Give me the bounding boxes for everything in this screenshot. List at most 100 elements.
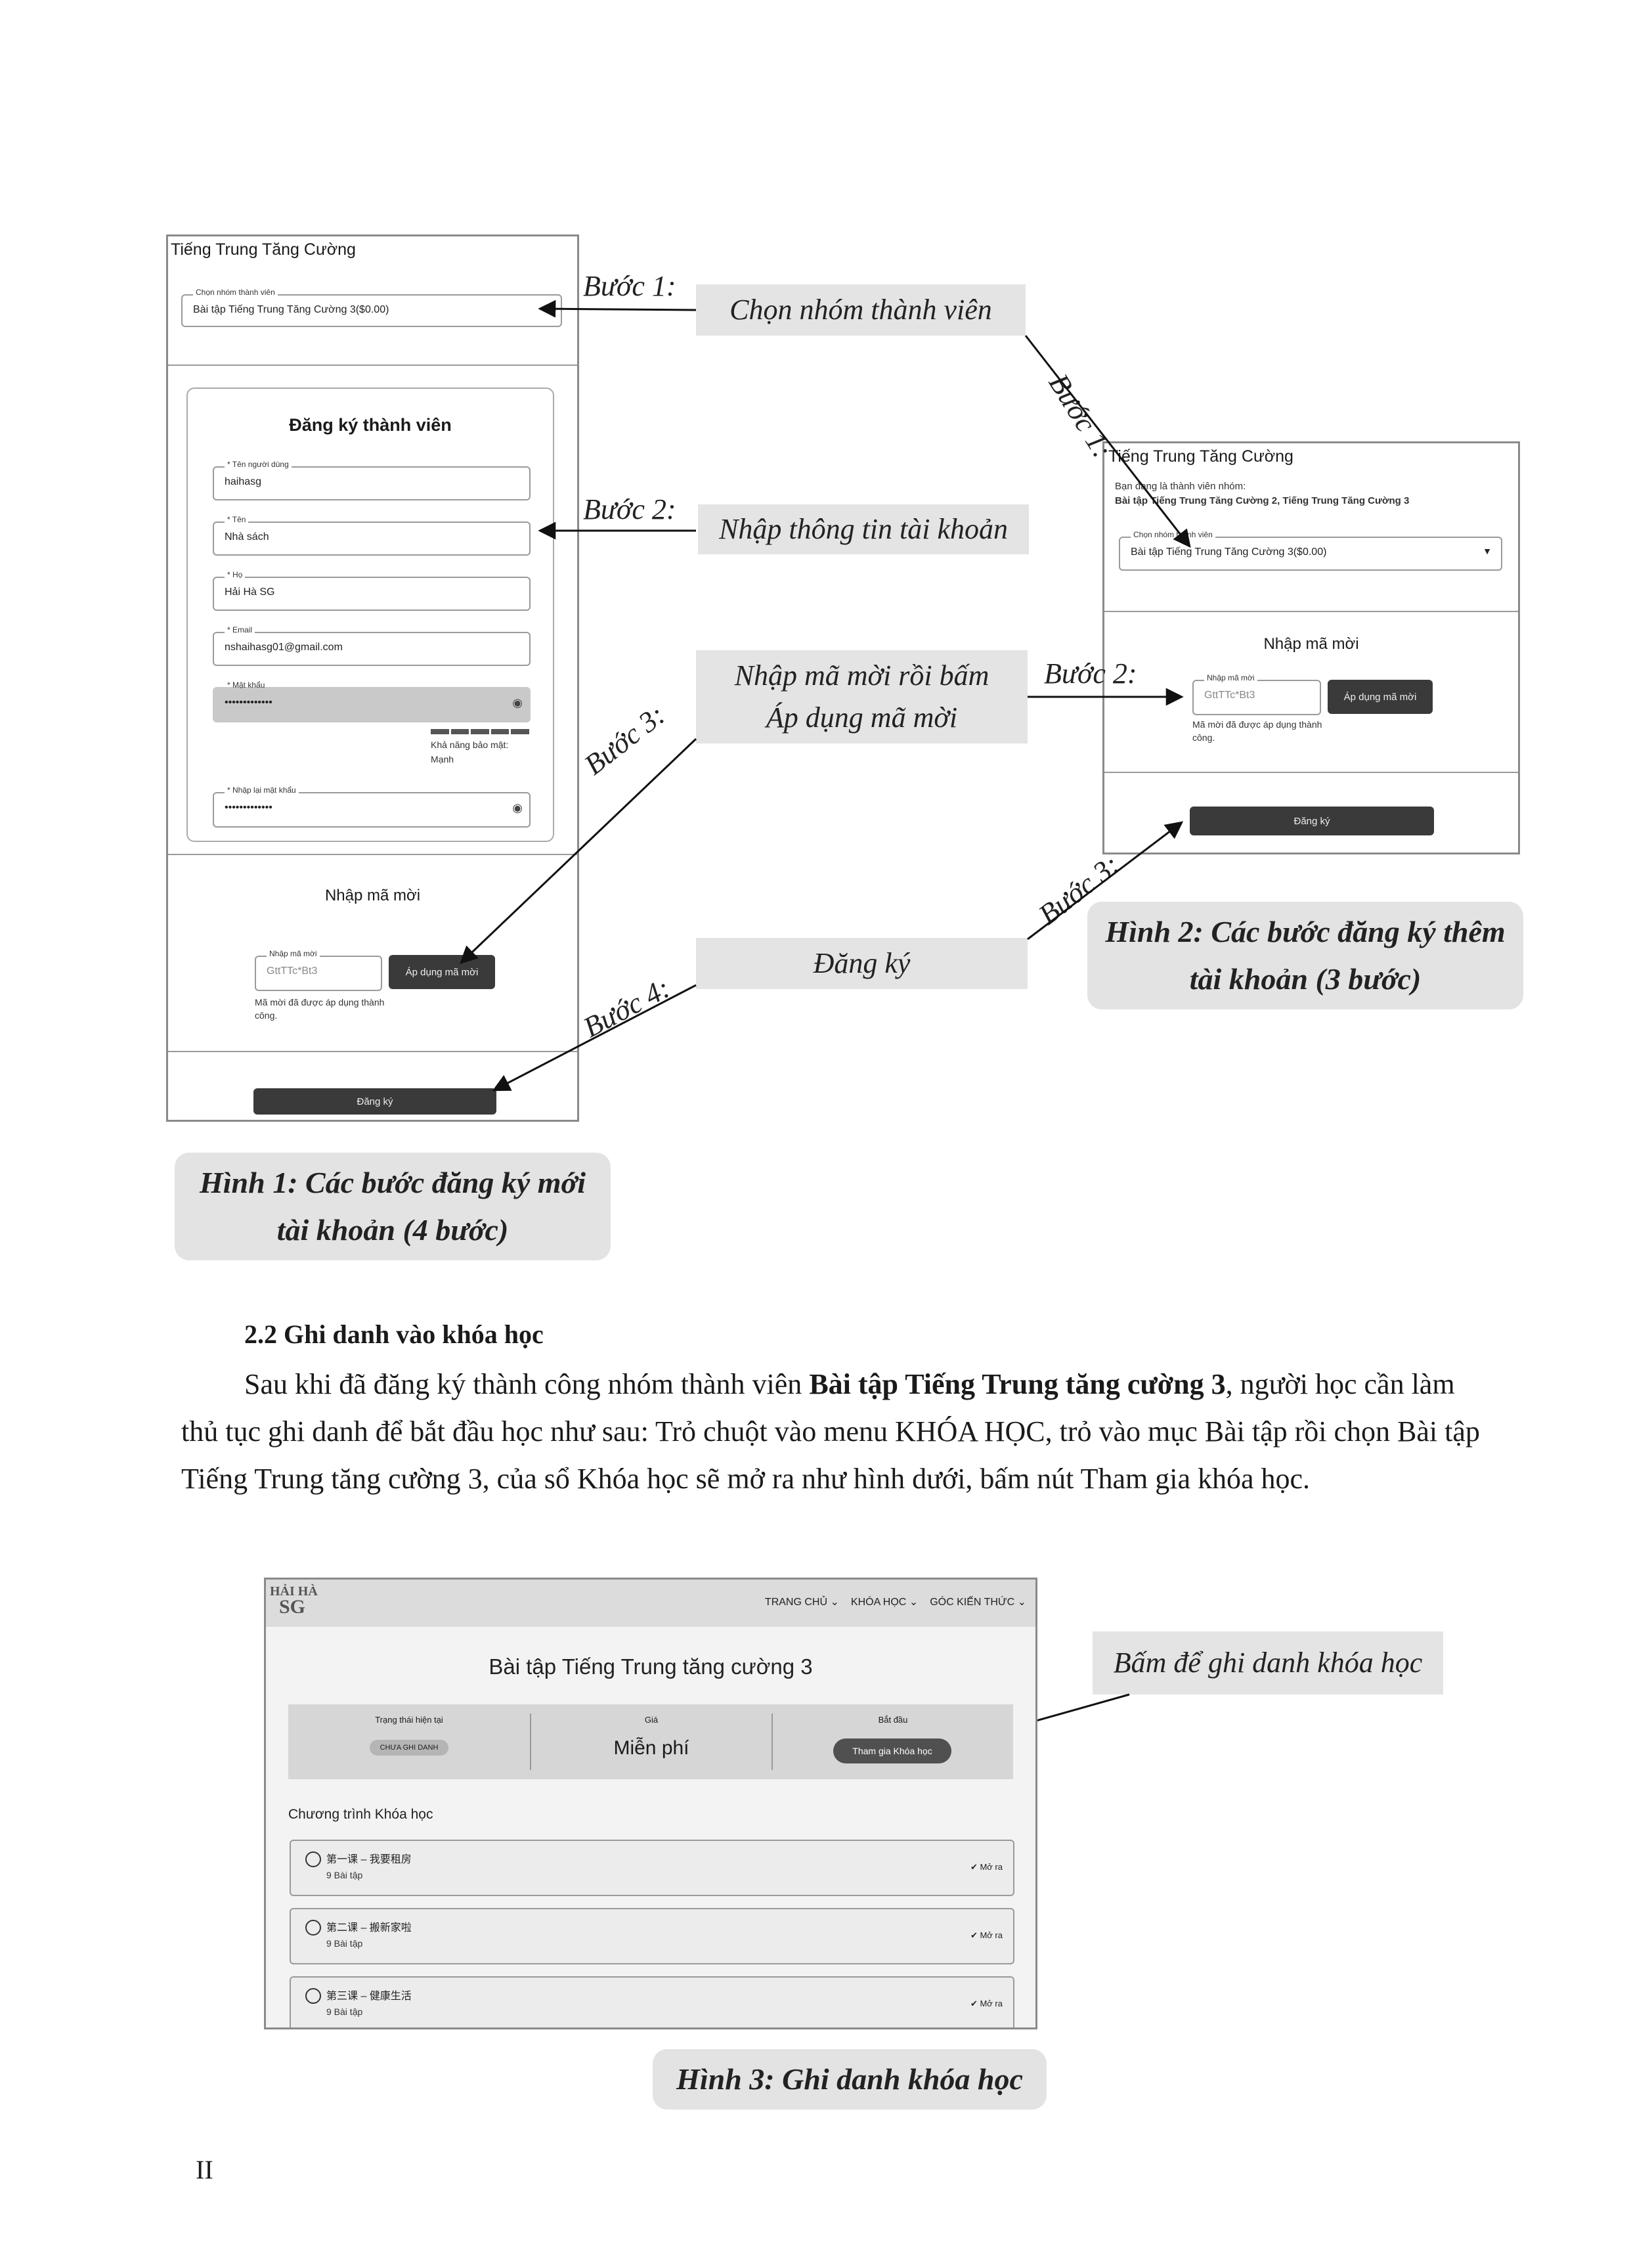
fig1-username-label: * Tên người dùng — [225, 460, 292, 469]
fig1-strength-label: Khả năng bảo mật: — [431, 740, 509, 750]
circle-icon — [305, 1920, 321, 1936]
paragraph-text-b: , người học cần làm — [1225, 1368, 1455, 1400]
callout-choose-group: Chọn nhóm thành viên — [696, 284, 1026, 336]
fig2-group-select[interactable]: Chọn nhóm thành viên Bài tập Tiếng Trung… — [1119, 530, 1502, 571]
fig1-email-value: nshaihasg01@gmail.com — [225, 642, 343, 653]
nav-goc-kien-thuc[interactable]: GÓC KIẾN THỨC ⌄ — [930, 1597, 1026, 1608]
callout-enter-account: Nhập thông tin tài khoản — [698, 504, 1029, 554]
fig1-first-name-label: * Tên — [225, 515, 249, 524]
fig1-divider-3 — [168, 1051, 577, 1052]
nav-khoa-hoc[interactable]: KHÓA HỌC ⌄ — [850, 1597, 919, 1608]
fig2-invite-note: Mã mời đã được áp dụng thành công. — [1192, 719, 1322, 743]
figure2-caption-line2: tài khoản (3 bước) — [1189, 962, 1422, 996]
figure3-caption: Hình 3: Ghi danh khóa học — [653, 2049, 1047, 2110]
fig1-invite-field[interactable]: Nhập mã mời GttTTc*Bt3 — [255, 949, 382, 991]
paragraph-bold-course: Bài tập Tiếng Trung tăng cường 3 — [809, 1368, 1226, 1400]
lesson-count: 9 Bài tập — [326, 1938, 363, 1949]
lesson-status: ✔ Mở ra — [970, 1999, 1003, 2009]
fig2-invite-label: Nhập mã mời — [1204, 673, 1257, 682]
fig1-invite-title: Nhập mã mời — [324, 887, 421, 904]
arrow-step1-fig2 — [1024, 335, 1191, 548]
fig1-confirm-password-field[interactable]: * Nhập lại mật khẩu ••••••••••••• ◉ — [213, 786, 531, 828]
fig1-email-field[interactable]: * Email nshaihasg01@gmail.com — [213, 625, 531, 666]
fig1-invite-note: Mã mời đã được áp dụng thành công. — [255, 997, 385, 1021]
fig1-first-name-value: Nhà sách — [225, 531, 269, 542]
lesson-status-text: Mở ra — [980, 1862, 1003, 1872]
section-paragraph-line2: thủ tục ghi danh để bắt đầu học như sau:… — [181, 1415, 1480, 1448]
callout-join-course: Bấm để ghi danh khóa học — [1093, 1631, 1443, 1694]
fig1-invite-label: Nhập mã mời — [267, 949, 320, 958]
fig2-register-button[interactable]: Đăng ký — [1190, 807, 1434, 835]
fig2-apply-invite-button[interactable]: Áp dụng mã mời — [1328, 680, 1433, 714]
fig1-password-label: * Mật khẩu — [227, 680, 265, 690]
fig3-screenshot: HẢI HÀ SG TRANG CHỦ ⌄ KHÓA HỌC ⌄ GÓC KIẾ… — [264, 1578, 1037, 2029]
status-badge: CHƯA GHI DANH — [370, 1740, 448, 1756]
fig2-invite-value: GttTTc*Bt3 — [1204, 690, 1255, 701]
section-heading: 2.2 Ghi danh vào khóa học — [244, 1319, 544, 1349]
fig2-group-label: Chọn nhóm thành viên — [1131, 530, 1215, 539]
fig1-password-field[interactable]: * Mật khẩu ••••••••••••• ◉ — [213, 680, 531, 722]
fig1-group-select[interactable]: Chọn nhóm thành viên Bài tập Tiếng Trung… — [181, 288, 562, 327]
fig1-divider-1 — [168, 365, 577, 366]
lesson-item[interactable]: 第一课 – 我要租房 9 Bài tập ✔ Mở ra — [290, 1840, 1014, 1896]
fig1-username-field[interactable]: * Tên người dùng haihasg — [213, 460, 531, 500]
section-paragraph-line1: Sau khi đã đăng ký thành công nhóm thành… — [181, 1361, 1514, 1408]
paragraph-text-a: Sau khi đã đăng ký thành công nhóm thành… — [244, 1368, 810, 1400]
fig2-invite-field[interactable]: Nhập mã mời GttTTc*Bt3 — [1192, 673, 1321, 715]
step-label-2a: Bước 2: — [583, 493, 676, 525]
lesson-item[interactable]: 第二课 – 搬新家啦 9 Bài tập ✔ Mở ra — [290, 1908, 1014, 1964]
fig1-register-title: Đăng ký thành viên — [289, 415, 452, 435]
fig1-register-button[interactable]: Đăng ký — [253, 1088, 496, 1115]
fig1-group-value: Bài tập Tiếng Trung Tăng Cường 3($0.00) — [193, 304, 389, 315]
arrow-step4-fig1 — [492, 984, 697, 1092]
lesson-title: 第一课 – 我要租房 — [326, 1854, 412, 1865]
lesson-status-text: Mở ra — [980, 1930, 1003, 1940]
price-value: Miễn phí — [613, 1737, 689, 1759]
lesson-title: 第二课 – 搬新家啦 — [326, 1922, 412, 1934]
fig1-strength-meter — [431, 729, 529, 734]
figure2-caption: Hình 2: Các bước đăng ký thêm tài khoản … — [1087, 902, 1523, 1009]
fig1-first-name-field[interactable]: * Tên Nhà sách — [213, 515, 531, 556]
lesson-count: 9 Bài tập — [326, 2006, 363, 2017]
fig1-confirm-label: * Nhập lại mật khẩu — [225, 786, 299, 795]
figure1-caption: Hình 1: Các bước đăng ký mới tài khoản (… — [175, 1153, 611, 1260]
price-label: Giá — [644, 1715, 659, 1725]
fig2-member-note: Bạn đang là thành viên nhóm: — [1115, 481, 1246, 492]
lesson-status: ✔ Mở ra — [970, 1930, 1003, 1941]
fig1-title: Tiếng Trung Tăng Cường — [171, 240, 356, 259]
site-logo[interactable]: HẢI HÀ SG — [270, 1583, 318, 1618]
nav-trang-chu[interactable]: TRANG CHỦ ⌄ — [764, 1597, 839, 1608]
fig2-screenshot: Tiếng Trung Tăng Cường Bạn đang là thành… — [1102, 441, 1520, 854]
callout-enter-invite-line1: Nhập mã mời rồi bấm — [734, 659, 989, 692]
callout-enter-invite-line2: Áp dụng mã mời — [766, 701, 958, 734]
eye-icon[interactable]: ◉ — [512, 696, 523, 709]
figure2-caption-line1: Hình 2: Các bước đăng ký thêm — [1105, 915, 1506, 948]
fig1-screenshot: Tiếng Trung Tăng Cường Chọn nhóm thành v… — [166, 234, 579, 1122]
page-number: II — [196, 2155, 213, 2184]
fig2-invite-title: Nhập mã mời — [1263, 635, 1359, 653]
course-title: Bài tập Tiếng Trung tăng cường 3 — [489, 1654, 813, 1679]
chevron-down-icon[interactable]: ▼ — [1483, 546, 1492, 556]
eye-icon[interactable]: ◉ — [512, 801, 523, 814]
fig1-last-name-label: * Họ — [225, 570, 246, 579]
fig2-member-groups: Bài tập Tiếng Trung Tăng Cường 2, Tiếng … — [1115, 495, 1410, 506]
join-course-button[interactable]: Tham gia Khóa học — [833, 1738, 951, 1763]
lesson-status: ✔ Mở ra — [970, 1862, 1003, 1872]
site-logo-bottom: SG — [279, 1596, 306, 1618]
arrow-step3-fig1 — [460, 738, 697, 964]
fig2-group-value: Bài tập Tiếng Trung Tăng Cường 3($0.00) — [1131, 546, 1327, 558]
circle-icon — [305, 1851, 321, 1867]
step-label-1a: Bước 1: — [583, 270, 676, 302]
check-circle-icon: ✔ — [970, 1862, 980, 1872]
fig2-divider-1 — [1104, 611, 1518, 612]
start-label: Bắt đầu — [878, 1715, 908, 1725]
main-nav: TRANG CHỦ ⌄ KHÓA HỌC ⌄ GÓC KIẾN THỨC ⌄ — [765, 1595, 1026, 1608]
section-paragraph-line3: Tiếng Trung tăng cường 3, của sổ Khóa họ… — [181, 1463, 1311, 1495]
fig1-divider-2 — [168, 854, 577, 855]
lesson-item[interactable]: 第三课 – 健康生活 9 Bài tập ✔ Mở ra — [290, 1976, 1014, 2027]
fig1-last-name-field[interactable]: * Họ Hải Hà SG — [213, 570, 531, 611]
site-logo-top: HẢI HÀ — [270, 1584, 318, 1599]
step-label-2b: Bước 2: — [1044, 657, 1137, 690]
circle-icon — [305, 1988, 321, 2004]
